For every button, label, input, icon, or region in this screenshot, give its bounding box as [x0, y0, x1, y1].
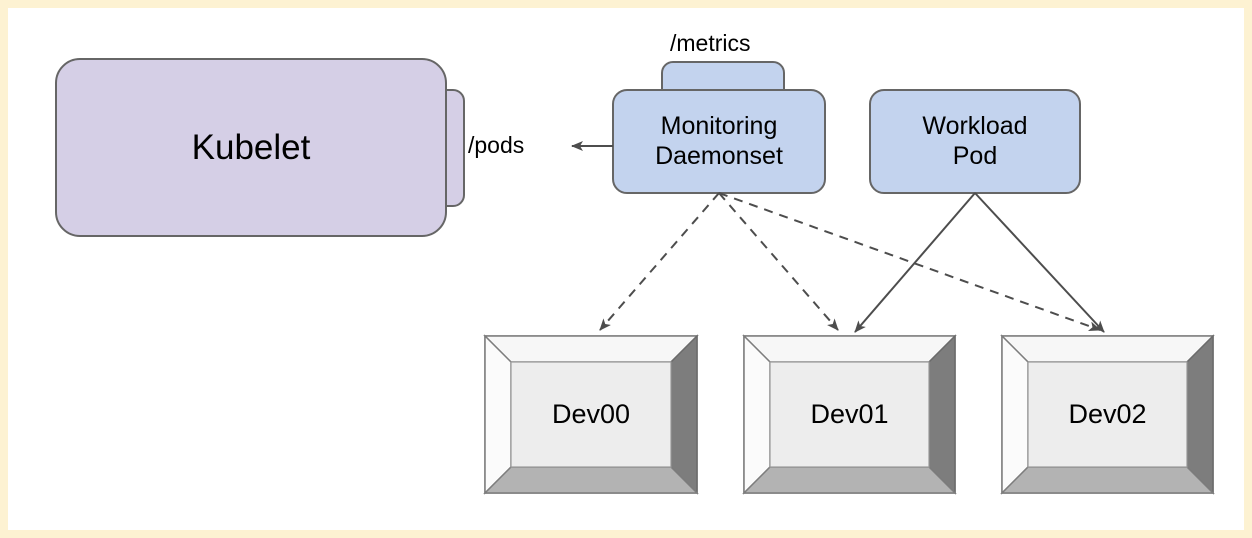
monitoring-daemonset-shape[interactable]: [612, 89, 826, 194]
kubelet-shape[interactable]: [55, 58, 447, 237]
edge-workload-to-dev01: [854, 192, 976, 333]
workload-pod-shape[interactable]: [869, 89, 1081, 194]
dev01-shape[interactable]: [742, 334, 957, 495]
metrics-port-label: /metrics: [670, 30, 751, 56]
edge-monitoring-to-dev02: [718, 192, 1101, 331]
edge-monitoring-to-dev01: [718, 192, 839, 331]
edge-monitoring-to-dev00: [599, 192, 720, 331]
dev02-shape[interactable]: [1000, 334, 1215, 495]
dev00-shape[interactable]: [483, 334, 699, 495]
edge-workload-to-dev02: [974, 192, 1105, 333]
pods-port-label: /pods: [468, 132, 525, 158]
